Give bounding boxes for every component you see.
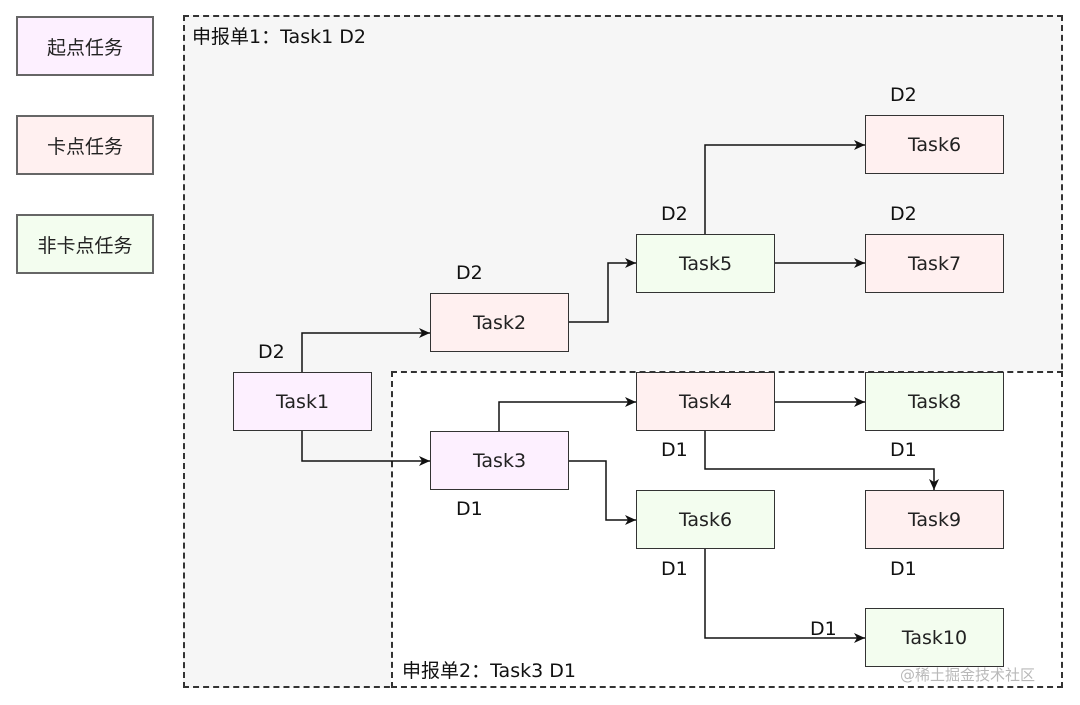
edge-task3-task4 [498,397,636,431]
legend-blocking-task: 卡点任务 [16,115,154,175]
node-task5: Task5 [636,234,775,293]
tag-task7: D2 [890,203,917,225]
tag-task2: D2 [456,262,483,284]
tag-task6-top: D2 [890,84,917,106]
watermark: @稀土掘金技术社区 [900,666,1036,684]
edge-task2-task5 [568,258,636,323]
tag-task1: D2 [258,341,285,363]
tag-task9: D1 [890,558,917,580]
node-task2: Task2 [430,293,569,352]
edge-task5-task6 [704,140,865,234]
node-task1: Task1 [233,372,372,431]
tag-task5: D2 [661,203,688,225]
edge-task4-task9 [704,431,939,490]
node-task10: Task10 [865,608,1004,667]
tag-task4: D1 [661,439,688,461]
tag-task3: D1 [456,498,483,520]
tag-task10: D1 [810,618,837,640]
form2-label: 申报单2：Task3 D1 [402,660,576,682]
edge-task3-task6 [568,460,636,525]
node-task6-mid: Task6 [636,490,775,549]
node-task7: Task7 [865,234,1004,293]
node-task9: Task9 [865,490,1004,549]
tag-task8: D1 [890,439,917,461]
edge-task6-task10 [704,549,865,643]
node-task4: Task4 [636,372,775,431]
legend-start-task: 起点任务 [16,16,154,76]
legend-non-blocking-task: 非卡点任务 [16,214,154,274]
edge-task1-task2 [301,328,430,372]
node-task6-top: Task6 [865,115,1004,174]
form1-label: 申报单1：Task1 D2 [192,26,366,48]
node-task3: Task3 [430,431,569,490]
tag-task6-mid: D1 [661,558,688,580]
node-task8: Task8 [865,372,1004,431]
edge-task1-task3 [301,431,430,466]
